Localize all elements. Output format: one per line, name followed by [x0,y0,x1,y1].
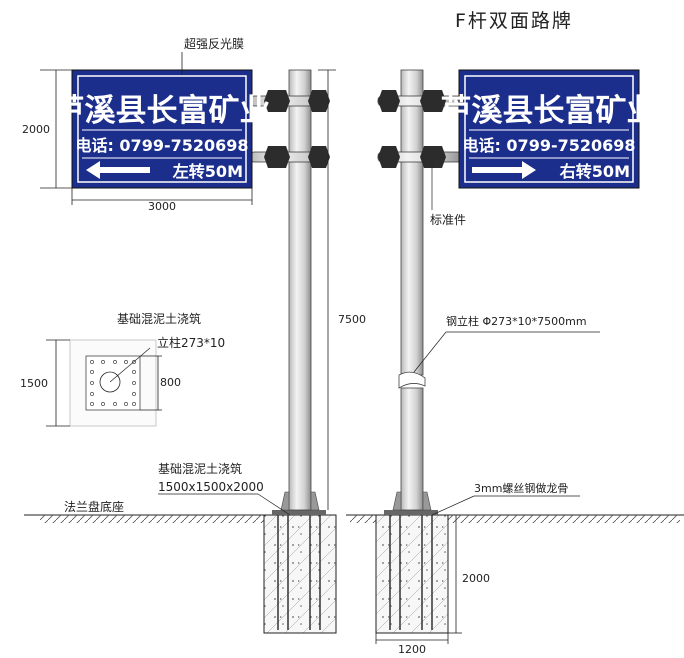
stiffener-left-a [280,491,290,511]
right-arrow-icon [472,161,536,179]
sign-right-phone: 电话: 0799-7520698 [462,136,635,155]
label-standard-part: 标准件 [430,213,466,227]
dim-lines-foundation [375,515,462,644]
sign-right-direction: 右转50M [560,162,630,181]
foundation-block-right [375,514,449,634]
dim-pole-height: 7500 [338,313,366,326]
sign-left: 芦溪县长富矿业 电话: 0799-7520698 左转50M [54,69,271,189]
label-steel-pole: 钢立柱 Φ273*10*7500mm [446,314,587,328]
label-column: 立柱273*10 [157,335,225,350]
pole-right-upper [400,69,424,376]
sign-right-main-text: 芦溪县长富矿业 [441,93,658,129]
foundation-block-left [263,514,337,634]
label-reflective-film: 超强反光膜 [184,36,244,51]
arm-upper-left [249,90,330,112]
leader-foundation-2 [257,493,291,516]
rebar-left [277,512,321,630]
dim-sign-height: 2000 [22,123,50,136]
page-title: F杆双面路牌 [455,10,573,32]
stiffener-left-b [310,491,320,511]
pole-break-symbol [398,371,426,389]
dim-lines-left-sign [40,52,253,205]
leader-rebar-b [431,495,475,516]
label-rebar: 3mm螺丝钢做龙骨 [474,481,568,495]
label-foundation-main: 基础混泥土浇筑 [158,461,242,476]
ground-hatch-right [350,515,680,523]
dim-base-side: 1500 [20,377,48,390]
dim-lines-base-plan [46,339,162,427]
stiffener-right-b [422,491,432,511]
dim-base-plate: 800 [160,376,181,389]
label-foundation-size: 1500x1500x2000 [158,480,264,494]
left-arrow-icon [86,161,150,179]
pole-right-lower [400,387,424,511]
flange-plate-left [272,510,326,515]
label-flange-base: 法兰盘底座 [64,499,124,514]
base-plan-view [69,339,157,427]
dim-sign-width: 3000 [148,200,176,213]
sign-left-direction: 左转50M [172,162,243,181]
flange-plate-right [384,510,438,515]
sign-right: 芦溪县长富矿业 电话: 0799-7520698 右转50M [441,69,658,189]
pole-left [288,69,312,511]
label-foundation-top: 基础混泥土浇筑 [117,311,201,326]
leader-steel-pole-b [413,331,447,373]
dim-lines-pole [318,69,336,510]
stiffener-right-a [392,491,402,511]
rebar-right [389,512,433,630]
ground-hatch-left [40,515,268,523]
dim-depth: 2000 [462,572,490,585]
sign-left-phone: 电话: 0799-7520698 [75,136,248,155]
dim-width: 1200 [398,643,426,656]
sign-left-main-text: 芦溪县长富矿业 [54,93,271,129]
